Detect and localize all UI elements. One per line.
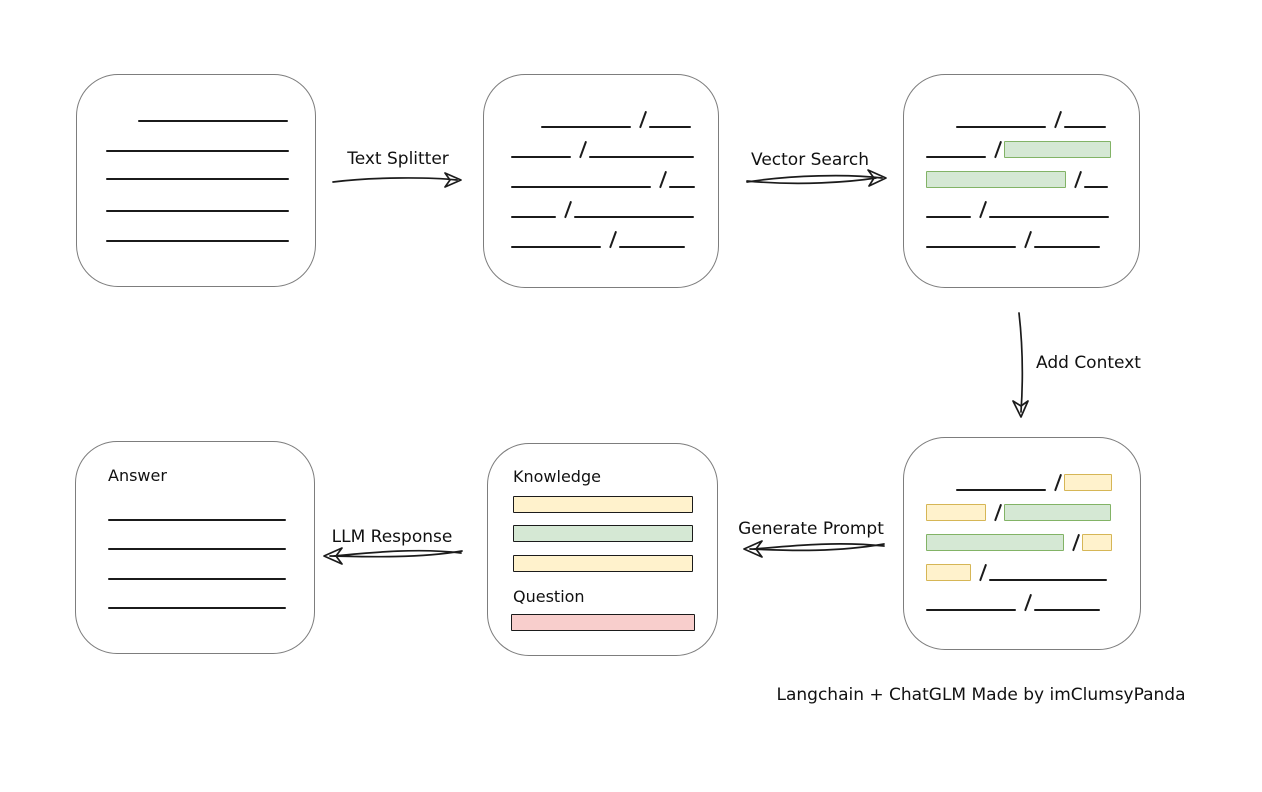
slash-separator (1071, 170, 1079, 188)
chunk-row (511, 108, 695, 128)
text-line (106, 150, 289, 152)
indent-gap (926, 127, 956, 128)
text-line-segment (989, 579, 1107, 581)
text-line-segment (649, 126, 691, 128)
prompt-box: Knowledge Question (487, 443, 718, 656)
question-label: Question (513, 587, 585, 606)
chunk-rows (511, 108, 695, 258)
slash-separator (1051, 110, 1059, 128)
text-line-segment (1064, 126, 1106, 128)
text-line (108, 607, 286, 609)
yellow-highlight-chunk (1064, 474, 1112, 491)
slash-separator (976, 200, 984, 218)
text-line-segment (511, 186, 651, 188)
chunk-row (926, 501, 1112, 521)
slash-separator (976, 563, 984, 581)
slash-separator (1069, 533, 1077, 551)
answer-box: Answer (75, 441, 315, 654)
chunk-row (926, 591, 1112, 611)
text-line-segment (926, 246, 1016, 248)
text-line-segment (956, 489, 1046, 491)
chunk-row (926, 561, 1112, 581)
slash-separator (561, 200, 569, 218)
slash-separator (1051, 473, 1059, 491)
vector-search-arrow (746, 169, 887, 187)
text-line (108, 519, 286, 521)
chunk-row (511, 168, 695, 188)
text-line-segment (589, 156, 694, 158)
indent-gap (511, 127, 541, 128)
text-line-segment (619, 246, 685, 248)
diagram-caption: Langchain + ChatGLM Made by imClumsyPand… (776, 685, 1186, 705)
green-highlight-chunk (1004, 141, 1111, 158)
text-line (108, 548, 286, 550)
chunk-row (511, 228, 695, 248)
text-line (138, 120, 288, 122)
chunk-row (511, 138, 695, 158)
split-chunks-box (483, 74, 719, 288)
text-line-segment (541, 126, 631, 128)
text-line-segment (1034, 609, 1100, 611)
green-highlight-chunk (1004, 504, 1111, 521)
text-line-segment (989, 216, 1109, 218)
text-line-segment (1084, 186, 1108, 188)
text-splitter-label: Text Splitter (347, 149, 449, 169)
yellow-highlight-chunk (1082, 534, 1112, 551)
llm-response-arrow (323, 547, 463, 565)
llm-response-label: LLM Response (331, 527, 453, 547)
knowledge-label: Knowledge (513, 467, 601, 486)
slash-separator (656, 170, 664, 188)
search-result-rows (926, 108, 1111, 258)
chunk-row (926, 108, 1111, 128)
indent-gap (926, 490, 956, 491)
chunk-row (511, 198, 695, 218)
text-line-segment (511, 216, 556, 218)
text-line-segment (511, 246, 601, 248)
source-document-box (76, 74, 316, 287)
yellow-bar (513, 555, 693, 572)
add-context-label: Add Context (1036, 353, 1141, 373)
text-line-segment (669, 186, 695, 188)
search-results-box (903, 74, 1140, 288)
slash-separator (606, 230, 614, 248)
text-line-segment (511, 156, 571, 158)
text-line (106, 240, 289, 242)
red-bar (511, 614, 695, 631)
text-line (108, 578, 286, 580)
slash-separator (576, 140, 584, 158)
text-line (106, 178, 289, 180)
text-line-segment (926, 216, 971, 218)
text-line-segment (574, 216, 694, 218)
generate-prompt-arrow (743, 540, 885, 558)
green-highlight-chunk (926, 534, 1064, 551)
yellow-highlight-chunk (926, 504, 986, 521)
slash-separator (991, 503, 999, 521)
text-line-segment (926, 156, 986, 158)
text-splitter-arrow (332, 172, 462, 188)
slash-separator (636, 110, 644, 128)
vector-search-label: Vector Search (751, 150, 869, 170)
chunk-row (926, 471, 1112, 491)
yellow-highlight-chunk (926, 564, 971, 581)
text-line-segment (956, 126, 1046, 128)
chunk-row (926, 228, 1111, 248)
slash-separator (1021, 230, 1029, 248)
context-box (903, 437, 1141, 650)
slash-separator (1021, 593, 1029, 611)
green-highlight-chunk (926, 171, 1066, 188)
chunk-row (926, 198, 1111, 218)
slash-separator (991, 140, 999, 158)
context-rows (926, 471, 1112, 621)
chunk-row (926, 168, 1111, 188)
green-bar (513, 525, 693, 542)
yellow-bar (513, 496, 693, 513)
text-line-segment (1034, 246, 1100, 248)
generate-prompt-label: Generate Prompt (738, 519, 884, 539)
text-line-segment (926, 609, 1016, 611)
chunk-row (926, 138, 1111, 158)
add-context-arrow (1012, 312, 1029, 418)
text-line (106, 210, 289, 212)
chunk-row (926, 531, 1112, 551)
answer-label: Answer (108, 466, 167, 485)
